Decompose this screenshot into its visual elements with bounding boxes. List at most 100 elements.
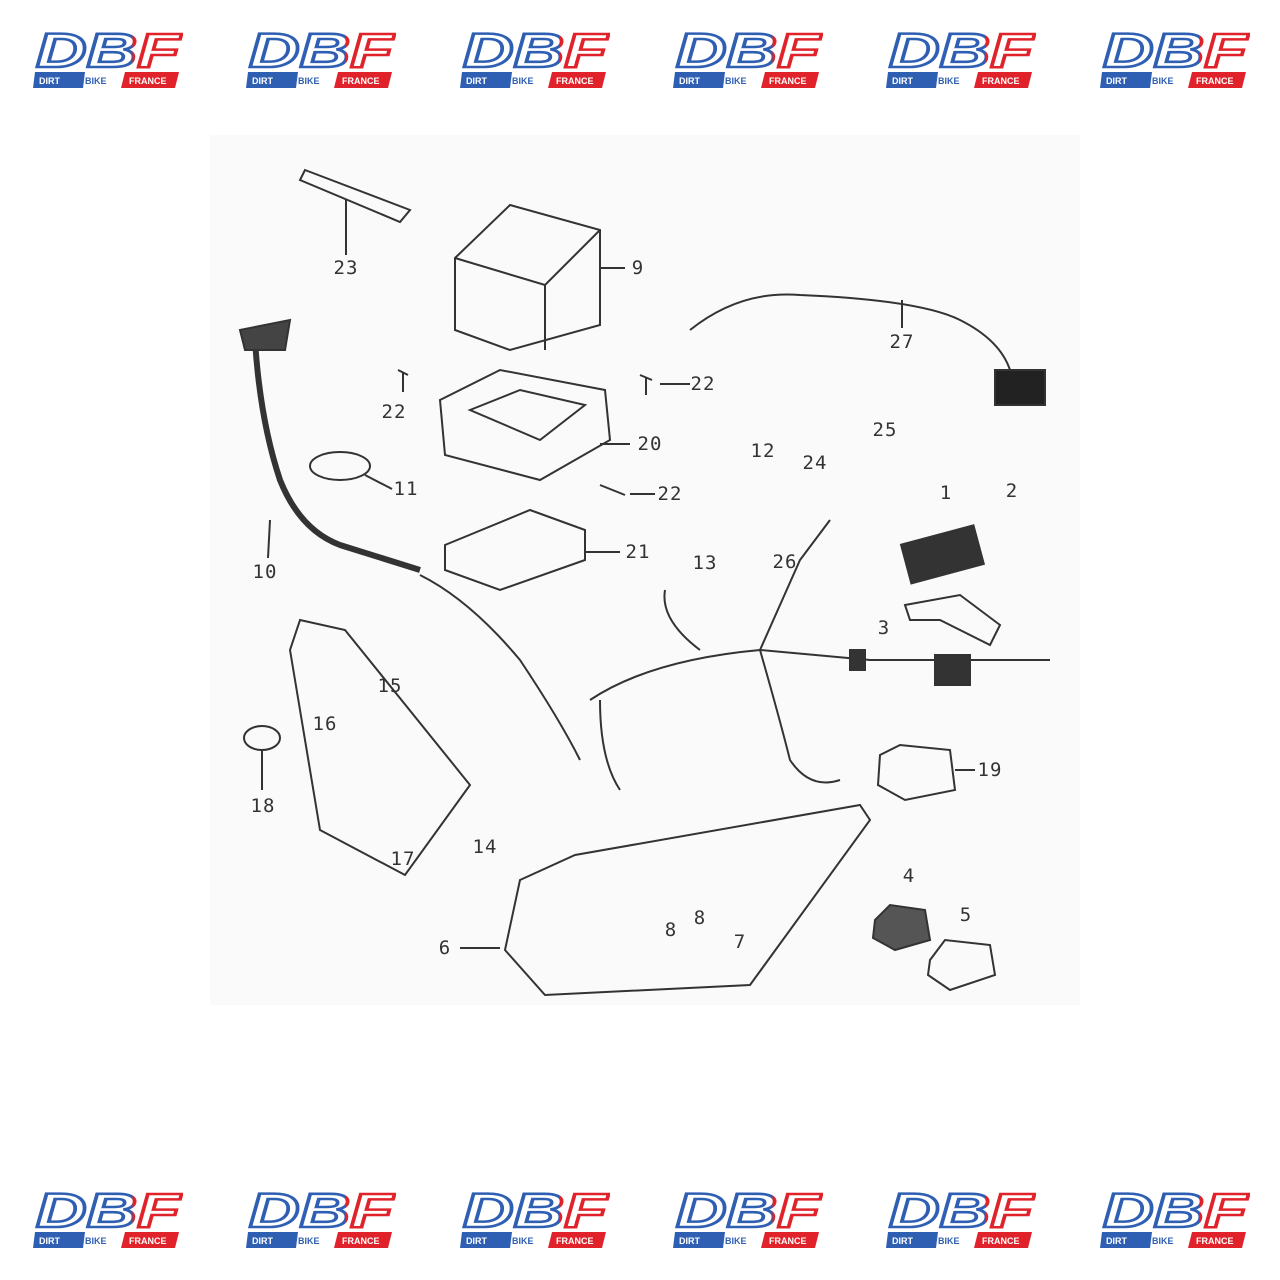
brand-word-bike: BIKE (1152, 1236, 1174, 1246)
part-callout: 6 (438, 937, 452, 959)
part-callout: 18 (250, 795, 276, 817)
brand-word-bike: BIKE (512, 76, 534, 86)
brand-word-dirt: DIRT (466, 76, 487, 86)
part-callout: 23 (333, 257, 359, 279)
regulator (899, 524, 986, 585)
part-callout: 21 (625, 541, 651, 563)
diagram-drawing (210, 135, 1080, 1005)
logo-row-bottom: DBF DIRT BIKE FRANCE DBF DIRT BIKE FRANC… (0, 1184, 1280, 1256)
part-callout: 24 (802, 452, 828, 474)
brand-word-france: FRANCE (769, 76, 807, 86)
brand-name: DBF (36, 1186, 182, 1238)
brand-word-france: FRANCE (556, 76, 594, 86)
brand-word-dirt: DIRT (252, 76, 273, 86)
brand-word-dirt: DIRT (39, 76, 60, 86)
brand-word-france: FRANCE (342, 76, 380, 86)
brand-name: DBF (463, 26, 609, 78)
dbf-logo: DBF DIRT BIKE FRANCE (673, 1184, 824, 1252)
dbf-logo: DBF DIRT BIKE FRANCE (246, 1184, 397, 1252)
connector (994, 369, 1046, 406)
brand-word-france: FRANCE (982, 1236, 1020, 1246)
battery-tray (438, 368, 630, 482)
cap-5 (926, 938, 997, 992)
brand-name: DBF (889, 1186, 1035, 1238)
part-callout: 9 (631, 257, 645, 279)
brand-word-france: FRANCE (129, 76, 167, 86)
brand-word-dirt: DIRT (39, 1236, 60, 1246)
dbf-logo: DBF DIRT BIKE FRANCE (460, 24, 611, 92)
part-callout: 17 (390, 848, 416, 870)
part-callout: 22 (657, 483, 683, 505)
part-callout: 25 (872, 419, 898, 441)
part-callout: 10 (252, 561, 278, 583)
brand-word-dirt: DIRT (892, 76, 913, 86)
harness-lead (252, 339, 421, 573)
dbf-logo: DBF DIRT BIKE FRANCE (246, 24, 397, 92)
brand-name: DBF (249, 1186, 395, 1238)
part-callout: 8 (693, 907, 707, 929)
part-callout: 12 (750, 440, 776, 462)
brand-name: DBF (1103, 1186, 1249, 1238)
part-callout: 5 (959, 904, 973, 926)
part-callout: 14 (472, 836, 498, 858)
brand-word-france: FRANCE (982, 76, 1020, 86)
brand-word-dirt: DIRT (679, 1236, 700, 1246)
part-callout: 19 (977, 759, 1003, 781)
part-callout: 20 (637, 433, 663, 455)
brand-name: DBF (36, 26, 182, 78)
part-callout: 7 (733, 931, 747, 953)
brand-word-bike: BIKE (298, 76, 320, 86)
part-callout: 27 (889, 331, 915, 353)
dbf-logo: DBF DIRT BIKE FRANCE (33, 24, 184, 92)
brand-name: DBF (676, 26, 822, 78)
part-callout: 22 (690, 373, 716, 395)
main-harness (419, 519, 1050, 791)
dbf-logo: DBF DIRT BIKE FRANCE (1100, 1184, 1251, 1252)
part-callout: 1 (939, 482, 953, 504)
brand-word-dirt: DIRT (1106, 1236, 1127, 1246)
dbf-logo: DBF DIRT BIKE FRANCE (1100, 24, 1251, 92)
brand-word-france: FRANCE (129, 1236, 167, 1246)
brand-word-dirt: DIRT (466, 1236, 487, 1246)
part-callout: 4 (902, 865, 916, 887)
brand-word-dirt: DIRT (892, 1236, 913, 1246)
brand-word-bike: BIKE (938, 76, 960, 86)
part-callout: 2 (1005, 480, 1019, 502)
brand-word-france: FRANCE (342, 1236, 380, 1246)
brand-word-bike: BIKE (725, 76, 747, 86)
brand-word-bike: BIKE (298, 1236, 320, 1246)
harness-group-6 (503, 803, 872, 997)
dbf-logo: DBF DIRT BIKE FRANCE (33, 1184, 184, 1252)
relay-4 (871, 903, 932, 952)
brand-name: DBF (1103, 26, 1249, 78)
part-callout: 16 (312, 713, 338, 735)
brand-name: DBF (249, 26, 395, 78)
brand-word-bike: BIKE (512, 1236, 534, 1246)
ignition-switch-group (288, 618, 472, 877)
dbf-logo: DBF DIRT BIKE FRANCE (460, 1184, 611, 1252)
brand-name: DBF (889, 26, 1035, 78)
brand-word-dirt: DIRT (679, 76, 700, 86)
battery (454, 203, 625, 352)
brand-word-france: FRANCE (556, 1236, 594, 1246)
part-callout: 8 (664, 919, 678, 941)
fuse-box (444, 508, 586, 592)
brand-word-bike: BIKE (85, 1236, 107, 1246)
part-callout: 26 (772, 551, 798, 573)
grommet (309, 451, 371, 481)
brand-word-dirt: DIRT (252, 1236, 273, 1246)
dbf-logo: DBF DIRT BIKE FRANCE (886, 1184, 1037, 1252)
part-callout: 22 (381, 401, 407, 423)
part-callout: 13 (692, 552, 718, 574)
part-callout: 15 (377, 675, 403, 697)
brand-word-france: FRANCE (769, 1236, 807, 1246)
brand-name: DBF (463, 1186, 609, 1238)
brand-word-dirt: DIRT (1106, 76, 1127, 86)
brand-name: DBF (676, 1186, 822, 1238)
dbf-logo: DBF DIRT BIKE FRANCE (673, 24, 824, 92)
relay (876, 743, 957, 802)
brand-word-bike: BIKE (725, 1236, 747, 1246)
brand-word-france: FRANCE (1196, 1236, 1234, 1246)
brand-word-france: FRANCE (1196, 76, 1234, 86)
